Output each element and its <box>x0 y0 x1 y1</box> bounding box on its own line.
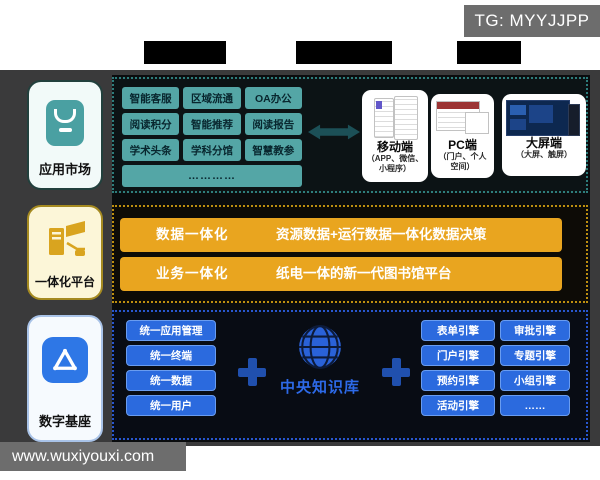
section-integrated-platform: 数据一体化 资源数据+运行数据一体化数据决策 业务一体化 纸电一体的新一代图书馆… <box>112 205 588 303</box>
workstation-icon <box>41 219 89 268</box>
app-item: 阅读报告 <box>244 113 302 135</box>
engine-item: 预约引擎 <box>421 370 495 391</box>
app-item: 智能客服 <box>122 87 180 109</box>
tier-label-text: 数字基座 <box>38 414 91 429</box>
globe-icon <box>299 325 341 369</box>
bar-description: 资源数据+运行数据一体化数据决策 <box>276 227 487 242</box>
knowledge-base-label: 中央知识库 <box>279 379 360 396</box>
terminal-pc: PC端 （门户、个人空间） <box>431 94 494 178</box>
engine-item: 专题引擎 <box>500 345 570 366</box>
app-item: 学科分馆 <box>183 139 241 161</box>
engine-item-more: …… <box>500 395 570 416</box>
app-item: 学术头条 <box>122 139 180 161</box>
tier-label-digital-base: 数字基座 <box>27 315 103 442</box>
unified-item: 统一终端 <box>126 345 216 366</box>
double-arrow-icon <box>308 122 360 147</box>
engine-item: 审批引擎 <box>500 320 570 341</box>
tg-watermark: TG: MYYJJPP <box>464 5 600 37</box>
bag-icon <box>46 100 84 146</box>
app-grid: 智能客服 区域流通 OA办公 阅读积分 智能推荐 阅读报告 学术头条 学科分馆 … <box>122 87 302 187</box>
redacted-title-block <box>457 41 521 64</box>
pc-screenshot <box>431 98 494 138</box>
redacted-title-block <box>144 41 226 64</box>
app-item-more: ………… <box>122 165 302 187</box>
bar-description: 纸电一体的新一代图书馆平台 <box>276 266 452 281</box>
unified-item: 统一数据 <box>126 370 216 391</box>
bar-title: 业务一体化 <box>156 266 229 281</box>
engine-item: 活动引擎 <box>421 395 495 416</box>
tier-label-app-market: 应用市场 <box>27 80 103 190</box>
engine-item: 表单引擎 <box>421 320 495 341</box>
engine-item: 小组引擎 <box>500 370 570 391</box>
unified-item: 统一应用管理 <box>126 320 216 341</box>
app-item: 智慧教参 <box>244 139 302 161</box>
engine-item: 门户引擎 <box>421 345 495 366</box>
site-watermark: www.wuxiyouxi.com <box>0 442 186 471</box>
unified-item: 统一用户 <box>126 395 216 416</box>
mobile-screenshot <box>362 94 428 140</box>
bar-title: 数据一体化 <box>156 227 229 242</box>
tier-label-text: 一体化平台 <box>34 275 95 289</box>
tier-label-integrated-platform: 一体化平台 <box>27 205 103 300</box>
section-application-market: 智能客服 区域流通 OA办公 阅读积分 智能推荐 阅读报告 学术头条 学科分馆 … <box>112 77 588 193</box>
section-digital-base: 统一应用管理 统一终端 统一数据 统一用户 中央知识库 <box>112 310 588 440</box>
terminal-name: PC端 <box>448 138 477 152</box>
bigscreen-screenshot <box>502 98 586 136</box>
app-item: OA办公 <box>244 87 302 109</box>
plus-icon <box>382 358 410 386</box>
architecture-diagram: 应用市场 一体化平台 <box>0 70 600 446</box>
central-knowledge-base: 中央知识库 <box>260 324 380 424</box>
platform-bar-business: 业务一体化 纸电一体的新一代图书馆平台 <box>120 257 562 291</box>
terminal-subtitle: （APP、微信、小程序） <box>366 154 424 174</box>
tier-label-text: 应用市场 <box>38 162 91 177</box>
app-item: 智能推荐 <box>183 113 241 135</box>
redacted-title-block <box>296 41 392 64</box>
platform-bar-data: 数据一体化 资源数据+运行数据一体化数据决策 <box>120 218 562 252</box>
appstore-triangle-icon <box>42 337 88 383</box>
terminal-name: 移动端 <box>376 140 413 154</box>
plus-icon <box>238 358 266 386</box>
terminal-bigscreen: 大屏端 （大屏、触屏） <box>502 94 586 176</box>
terminal-name: 大屏端 <box>525 136 562 150</box>
app-item: 阅读积分 <box>122 113 180 135</box>
terminal-mobile: 移动端 （APP、微信、小程序） <box>362 90 428 182</box>
terminal-subtitle: （门户、个人空间） <box>438 152 487 172</box>
app-item: 区域流通 <box>183 87 241 109</box>
terminal-subtitle: （大屏、触屏） <box>516 150 572 160</box>
